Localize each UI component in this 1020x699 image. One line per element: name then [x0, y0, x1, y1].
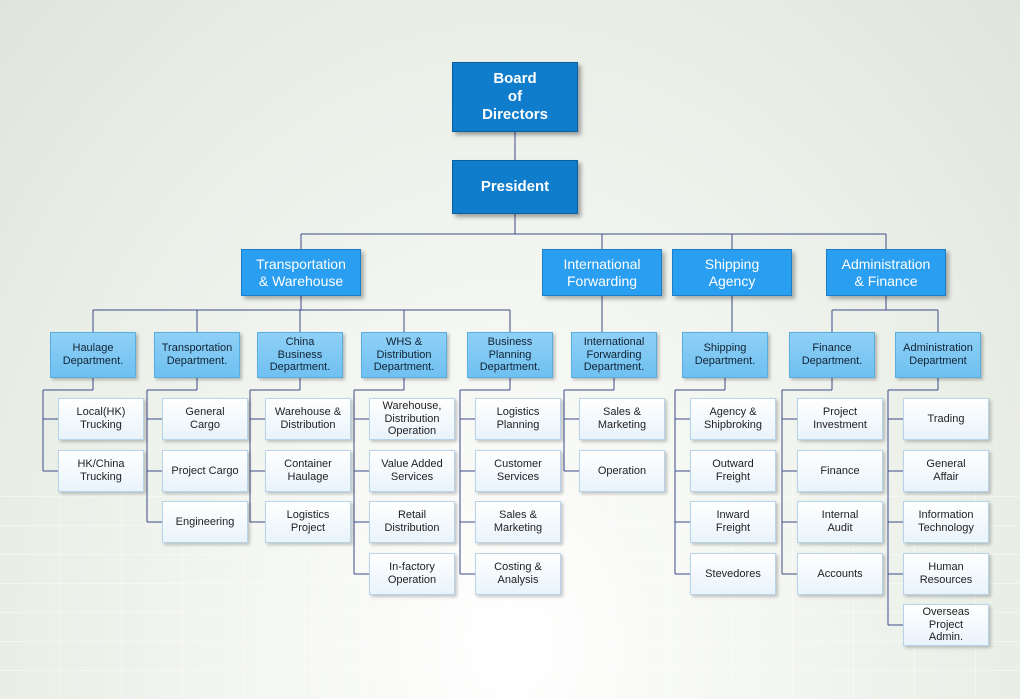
department-box-2-0: Shipping Department.: [682, 332, 768, 378]
unit-box-0-0-1: HK/China Trucking: [58, 450, 144, 492]
unit-box-0-2-2: Logistics Project: [265, 501, 351, 543]
unit-box-3-0-2: Internal Audit: [797, 501, 883, 543]
department-box-3-0: Finance Department.: [789, 332, 875, 378]
unit-box-0-1-1: Project Cargo: [162, 450, 248, 492]
department-box-0-4: Business Planning Department.: [467, 332, 553, 378]
unit-box-3-1-2: Information Technology: [903, 501, 989, 543]
division-box-2: Shipping Agency: [672, 249, 792, 296]
division-box-0: Transportation & Warehouse: [241, 249, 361, 296]
unit-box-3-1-0: Trading: [903, 398, 989, 440]
unit-box-3-1-4: Overseas Project Admin.: [903, 604, 989, 646]
unit-box-0-1-0: General Cargo: [162, 398, 248, 440]
unit-box-3-0-1: Finance: [797, 450, 883, 492]
president-box: President: [452, 160, 578, 214]
unit-box-0-3-3: In-factory Operation: [369, 553, 455, 595]
department-box-0-3: WHS & Distribution Department.: [361, 332, 447, 378]
department-box-0-1: Transportation Department.: [154, 332, 240, 378]
department-box-0-2: China Business Department.: [257, 332, 343, 378]
unit-box-3-1-3: Human Resources: [903, 553, 989, 595]
unit-box-2-0-1: Outward Freight: [690, 450, 776, 492]
unit-box-0-3-0: Warehouse, Distribution Operation: [369, 398, 455, 440]
unit-box-0-4-1: Customer Services: [475, 450, 561, 492]
unit-box-0-4-0: Logistics Planning: [475, 398, 561, 440]
unit-box-2-0-0: Agency & Shipbroking: [690, 398, 776, 440]
division-box-1: International Forwarding: [542, 249, 662, 296]
department-box-3-1: Administration Department: [895, 332, 981, 378]
board-of-directors-box: Board of Directors: [452, 62, 578, 132]
unit-box-2-0-2: Inward Freight: [690, 501, 776, 543]
unit-box-0-3-1: Value Added Services: [369, 450, 455, 492]
unit-box-0-2-0: Warehouse & Distribution: [265, 398, 351, 440]
division-box-3: Administration & Finance: [826, 249, 946, 296]
department-box-1-0: International Forwarding Department.: [571, 332, 657, 378]
department-box-0-0: Haulage Department.: [50, 332, 136, 378]
unit-box-2-0-3: Stevedores: [690, 553, 776, 595]
unit-box-3-0-3: Accounts: [797, 553, 883, 595]
unit-box-0-0-0: Local(HK) Trucking: [58, 398, 144, 440]
unit-box-0-4-2: Sales & Marketing: [475, 501, 561, 543]
unit-box-1-0-1: Operation: [579, 450, 665, 492]
unit-box-0-4-3: Costing & Analysis: [475, 553, 561, 595]
unit-box-0-1-2: Engineering: [162, 501, 248, 543]
unit-box-3-0-0: Project Investment: [797, 398, 883, 440]
unit-box-1-0-0: Sales & Marketing: [579, 398, 665, 440]
unit-box-3-1-1: General Affair: [903, 450, 989, 492]
unit-box-0-2-1: Container Haulage: [265, 450, 351, 492]
unit-box-0-3-2: Retail Distribution: [369, 501, 455, 543]
